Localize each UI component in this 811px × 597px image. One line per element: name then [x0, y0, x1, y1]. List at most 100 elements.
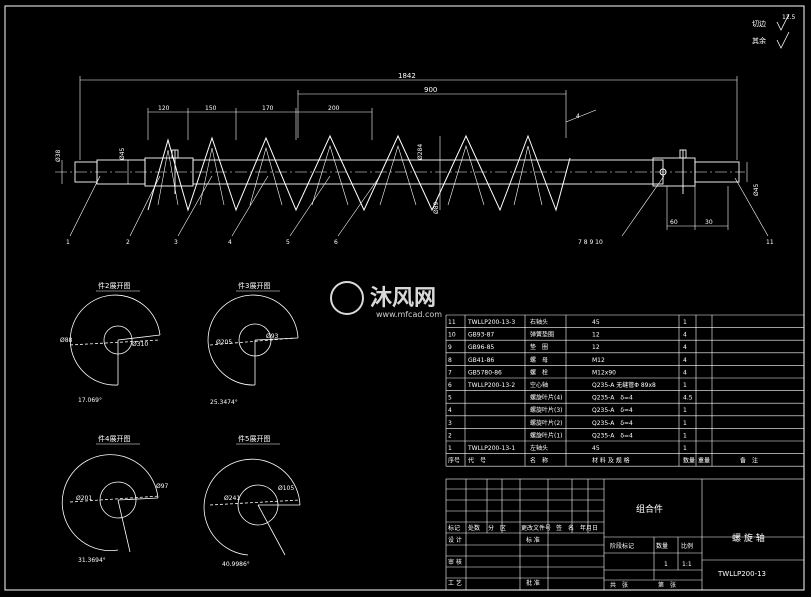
dim-pitch1-text: 120 — [158, 105, 170, 112]
dim-pitch4-text: 200 — [328, 105, 340, 112]
title-block-text: 组合件 螺 旋 轴 TWLLP200-13 标记 处数 分 区 更改文件号 签 … — [448, 503, 766, 589]
bom-cell: 4.5 — [683, 395, 693, 402]
bom-cell: 螺 母 — [530, 356, 548, 364]
stage-label: 阶段标记 — [610, 542, 634, 550]
bom-cell: 2 — [448, 432, 452, 439]
balloon-11: 11 — [766, 239, 774, 246]
rev-doc-label: 更改文件号 — [521, 524, 551, 532]
bom-cell: 1 — [683, 382, 687, 389]
dim-dia-left2-text: Ø45 — [119, 147, 126, 160]
bom-cell: Q235-A δ=4 — [592, 407, 633, 414]
bom-cell: 7 — [448, 369, 452, 376]
cut-edge-label: 切边 — [752, 19, 766, 28]
bom-cell: 12 — [592, 332, 600, 339]
balloon-1: 1 — [66, 239, 70, 246]
bom-cell: 螺旋叶片(1) — [530, 431, 563, 439]
rev-sign-label: 签 名 — [556, 524, 574, 532]
surface-finish-note: 12.5 切边 其余 — [752, 13, 796, 49]
bom-cell: TWLLP200-13-3 — [467, 319, 515, 326]
rest-label: 其余 — [752, 36, 766, 45]
detail-4-din: Ø201 — [76, 495, 92, 502]
dim-dia-right-text: Ø45 — [753, 183, 760, 196]
qty-value: 1 — [664, 561, 668, 568]
standard-label: 标 准 — [526, 536, 540, 544]
dimension-text: 1842 900 120 150 170 200 60 30 Ø38 Ø45 Ø… — [55, 72, 760, 226]
bom-cell: GB5780-86 — [468, 369, 502, 376]
flight-inner-edge — [157, 144, 543, 206]
detail-views — [61, 294, 301, 556]
watermark-url: www.mfcad.com — [376, 310, 442, 319]
balloon-7-10: 7 8 9 10 — [578, 239, 603, 246]
balloon-4: 4 — [228, 239, 232, 246]
balloon-3: 3 — [174, 239, 178, 246]
roughness-symbol-icon — [776, 13, 790, 31]
detail-3-outer-arc — [207, 294, 299, 386]
bom-cell: GB96-85 — [468, 344, 494, 351]
assembly-label: 组合件 — [636, 503, 663, 515]
bom-cell: Q235-A 无缝管Φ 89x8 — [592, 381, 656, 389]
bom-cell: 4 — [683, 344, 687, 351]
dim-30-text: 30 — [705, 219, 713, 226]
bom-cell: 45 — [592, 319, 600, 326]
pin-hole — [659, 168, 667, 176]
bom-cell: 1 — [683, 319, 687, 326]
helical-flight — [147, 134, 571, 212]
bom-cell: 左轴头 — [530, 444, 548, 452]
detail-4-title: 件4展开图 — [98, 434, 130, 443]
detail-5-outer-arc — [203, 458, 301, 556]
bom-cell: 45 — [592, 445, 600, 452]
watermark-logo-icon — [330, 281, 364, 315]
review-label: 审 核 — [448, 558, 462, 566]
detail-2-title: 件2展开图 — [98, 281, 130, 290]
sheets-total: 共 张 — [610, 581, 628, 589]
bom-cell: 垫 圈 — [530, 343, 548, 351]
rev-count-label: 处数 — [468, 524, 480, 532]
bom-cell: M12x90 — [592, 369, 616, 376]
bom-cell: 4 — [683, 332, 687, 339]
right-shaft-end — [694, 161, 740, 183]
detail-4-outer-arc — [61, 454, 159, 551]
hollow-tube — [192, 159, 664, 185]
qty-label: 数量 — [656, 542, 668, 550]
bom-cell: 右轴头 — [530, 318, 548, 326]
detail-2-angle: 17.069° — [78, 397, 102, 404]
sheet-number: 第 张 — [658, 581, 676, 589]
bom-cell: 空心轴 — [530, 381, 548, 389]
approve-label: 批 准 — [526, 579, 540, 587]
detail-5-dout: Ø105 — [278, 485, 294, 492]
process-label: 工 艺 — [448, 579, 462, 587]
bom-cell: 10 — [448, 332, 456, 339]
bom-cell: 1 — [683, 407, 687, 414]
bom-header-cell: 备 注 — [740, 457, 758, 465]
bom-cell: 4 — [683, 357, 687, 364]
bom-cell: 4 — [683, 369, 687, 376]
detail-2-din: Ø88 — [60, 337, 73, 344]
dim-thickness-text: 4 — [576, 113, 580, 120]
rev-zone-label: 分 区 — [488, 524, 506, 532]
bom-cell: 8 — [448, 357, 452, 364]
bom-header-cell: 材 料 及 规 格 — [592, 457, 630, 465]
bom-cell: TWLLP200-13-2 — [467, 382, 515, 389]
part-balloons — [69, 175, 769, 237]
detail-4-dout: Ø97 — [156, 483, 169, 490]
roughness-symbol-2-icon — [776, 31, 790, 49]
bom-header-cell: 数量 — [683, 457, 695, 465]
bom-cell: 弹簧垫圈 — [530, 331, 554, 339]
balloon-6: 6 — [334, 239, 338, 246]
bom-cell: 1 — [683, 420, 687, 427]
detail-5-angle: 40.9986° — [222, 561, 250, 568]
dim-pitch3-text: 170 — [262, 105, 274, 112]
bom-cell: Q235-A δ=4 — [592, 395, 633, 402]
bom-cell: GB41-86 — [468, 357, 494, 364]
detail-3-din: Ø205 — [216, 339, 232, 346]
detail-4-angle: 31.3694° — [78, 557, 106, 564]
bom-cell: Q235-A δ=4 — [592, 420, 633, 427]
detail-3-angle: 25.3474° — [210, 399, 238, 406]
design-label: 设 计 — [448, 536, 462, 544]
bom-cell: Q235-A δ=4 — [592, 432, 633, 439]
scale-value: 1:1 — [682, 561, 692, 568]
sheet-border — [4, 5, 805, 591]
detail-2-dout: Ø310 — [132, 341, 148, 348]
